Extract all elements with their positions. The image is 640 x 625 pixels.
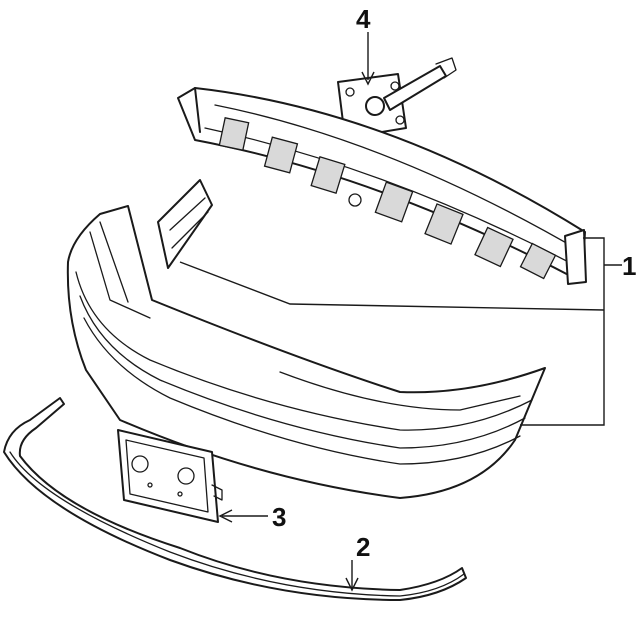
callout-1: 1 [622,251,636,281]
part-2-molding-strip [3,397,467,601]
callout-3: 3 [272,502,286,532]
callout-2: 2 [356,532,370,562]
part-1-bumper-reinforcement [177,87,587,285]
side-bracket [157,179,213,269]
callout-4: 4 [356,4,371,34]
leader-lines [179,32,622,592]
bumper-cover [66,205,546,499]
part-3-license-bracket [117,429,223,523]
